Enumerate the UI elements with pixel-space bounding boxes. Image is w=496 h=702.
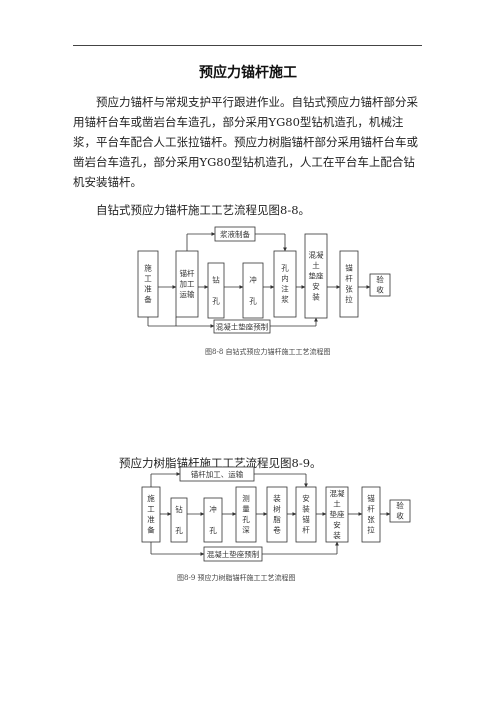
step-box-2-text: 加工 — [180, 278, 195, 288]
step-box-9-text: 验 — [396, 500, 404, 510]
step-box-3: 钻孔 — [207, 262, 225, 319]
step-box-2-text: 钻 — [175, 504, 183, 514]
step-box-2-text: 运输 — [180, 289, 195, 299]
step-box-1-text: 施 — [147, 493, 155, 503]
step-box-5-text: 浆 — [281, 294, 289, 304]
step-box-8-text: 验 — [376, 274, 384, 284]
step-box-8-text: 拉 — [367, 525, 375, 535]
precast-pad-box-text: 混凝土垫座预制 — [216, 322, 269, 332]
step-box-8: 验收 — [369, 273, 391, 297]
step-box-2-text: 锚杆 — [180, 268, 195, 278]
step-box-7-text: 锚 — [345, 263, 353, 273]
step-box-5-text: 装 — [273, 493, 281, 503]
figure-8-9-reference: 预应力树脂锚杆施工工艺流程见图8-9。 — [119, 456, 322, 470]
step-box-8-text: 杆 — [367, 504, 375, 514]
step-box-5-text: 卷 — [273, 525, 281, 535]
step-box-1-text: 施 — [144, 263, 152, 273]
step-box-4-text: 量 — [242, 505, 250, 514]
step-box-3: 冲孔 — [203, 497, 223, 543]
slurry-prep-box-text: 浆液制备 — [220, 229, 250, 239]
step-box-7-text: 土 — [333, 498, 341, 508]
step-box-6-text: 杆 — [302, 525, 310, 535]
step-box-8-text: 锚 — [367, 493, 375, 503]
step-box-4-text: 孔 — [249, 296, 257, 305]
step-box-3-text: 钻 — [212, 274, 220, 284]
step-box-7-text: 安 — [333, 519, 341, 529]
page-title: 预应力锚杆施工 — [199, 65, 297, 81]
step-box-7-text: 混凝 — [330, 488, 345, 498]
step-box-3-text: 孔 — [212, 296, 220, 305]
step-box-4-text: 冲 — [249, 274, 257, 284]
slurry-prep-box: 浆液制备 — [214, 226, 256, 242]
step-box-6-text: 安 — [302, 493, 310, 503]
step-box-8-text: 收 — [376, 285, 384, 295]
figure-8-8-caption: 图8-8 自钻式预应力锚杆施工工艺流程图 — [205, 348, 331, 356]
step-box-4-text: 深 — [242, 526, 250, 535]
step-box-7-text: 垫座 — [330, 509, 345, 519]
step-box-5-text: 脂 — [273, 514, 281, 524]
step-box-6: 安装锚杆 — [295, 486, 317, 543]
step-box-6-text: 锚 — [302, 514, 310, 524]
step-box-6-text: 垫座 — [309, 270, 324, 280]
step-box-3-text: 冲 — [209, 504, 217, 514]
step-box-5-text: 注 — [281, 284, 289, 294]
step-box-1-text: 准 — [144, 284, 152, 294]
precast-pad-box: 混凝土垫座预制 — [203, 546, 263, 562]
step-box-9-text: 收 — [396, 511, 404, 521]
rod-processing-box: 锚杆加工、运输 — [179, 466, 255, 482]
figure-8-8-reference: 自钻式预应力锚杆施工工艺流程见图8-8。 — [96, 203, 311, 217]
step-box-2-text: 孔 — [175, 526, 183, 535]
step-box-5-text: 内 — [281, 273, 289, 283]
step-box-2: 钻孔 — [170, 497, 188, 543]
step-box-4-text: 孔 — [242, 515, 250, 524]
step-box-6-text: 混凝 — [309, 249, 324, 259]
step-box-7-text: 张 — [345, 285, 353, 294]
step-box-1-text: 备 — [144, 294, 152, 304]
step-box-9: 验收 — [389, 499, 411, 523]
precast-pad-box-text: 混凝土垫座预制 — [207, 549, 260, 559]
step-box-7-text: 装 — [333, 530, 341, 540]
figure-8-9-caption: 图8-9 预应力树脂锚杆施工工艺流程图 — [177, 574, 296, 582]
step-box-1-text: 准 — [147, 514, 155, 524]
step-box-6-text: 装 — [302, 504, 310, 514]
step-box-1-text: 备 — [147, 525, 155, 535]
step-box-6-text: 安 — [312, 281, 320, 291]
step-box-7-text: 拉 — [345, 294, 353, 304]
step-box-7-text: 杆 — [345, 273, 353, 283]
step-box-6-text: 装 — [312, 291, 320, 301]
step-box-6-text: 土 — [312, 260, 320, 270]
intro-paragraph: 预应力锚杆与常规支护平行跟进作业。自钻式预应力锚杆部分采用锚杆台车或凿岩台车造孔… — [73, 95, 418, 189]
rod-processing-box-text: 锚杆加工、运输 — [191, 469, 244, 479]
step-box-1-text: 工 — [147, 505, 155, 514]
step-box-5-text: 孔 — [281, 264, 289, 273]
step-box-4-text: 测 — [242, 494, 250, 503]
step-box-5-text: 树 — [273, 504, 281, 514]
header-rule — [73, 45, 422, 46]
step-box-8-text: 张 — [367, 515, 375, 524]
step-box-1-text: 工 — [144, 274, 152, 283]
step-box-4: 冲孔 — [242, 262, 264, 319]
step-box-3-text: 孔 — [209, 526, 217, 535]
precast-pad-box: 混凝土垫座预制 — [213, 319, 271, 334]
